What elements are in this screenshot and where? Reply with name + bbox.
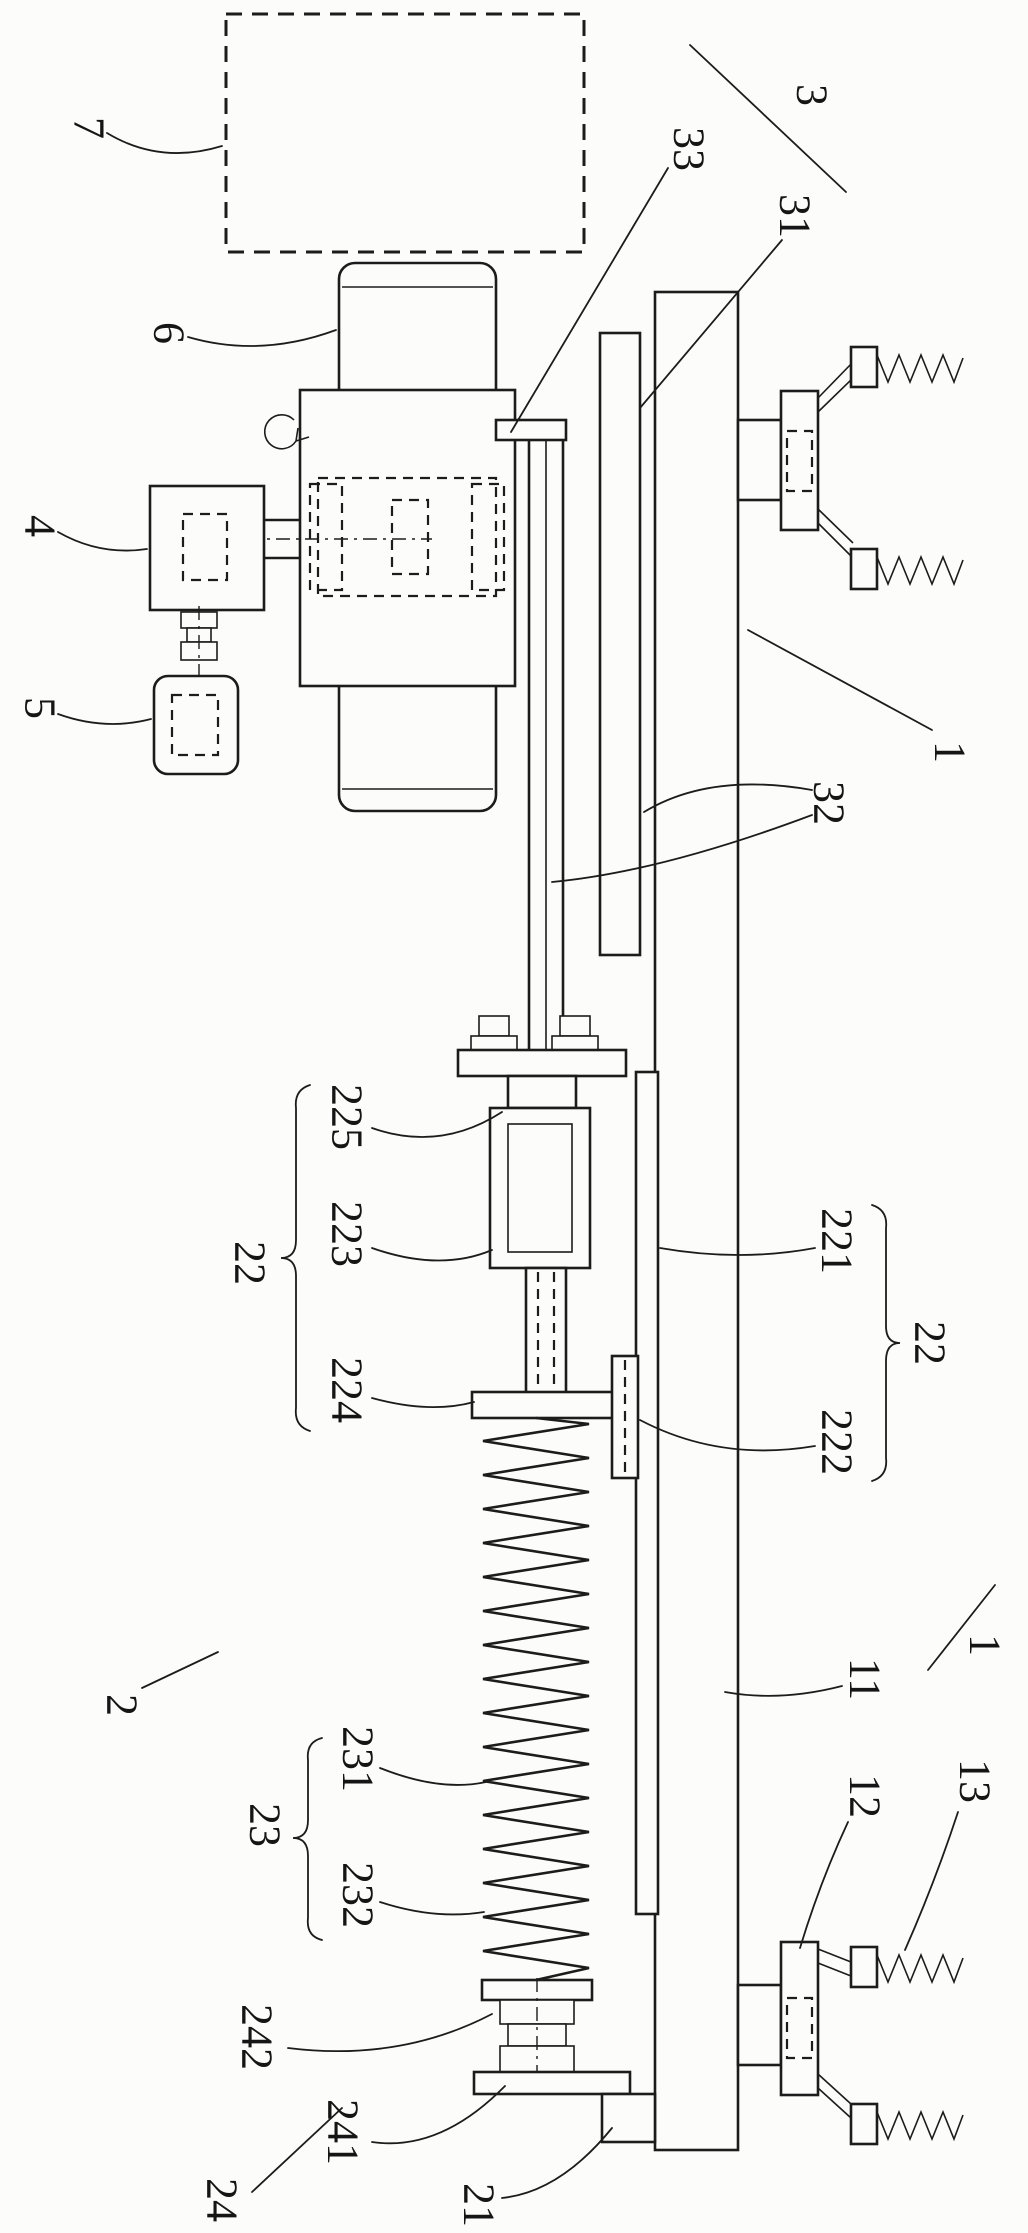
brace-22-left [280, 1084, 311, 1432]
leader-5 [57, 713, 152, 725]
leader-1-top [747, 629, 933, 731]
leader-221 [659, 1247, 816, 1256]
leader-223 [371, 1247, 493, 1262]
slider-top-plate [456, 1048, 628, 1078]
label-1-bottom: 1 [961, 1634, 1010, 1656]
spring-lower-clamp [472, 1978, 657, 2144]
rotation-arrow-icon [263, 413, 310, 450]
bridge-plate [494, 418, 568, 442]
clamp-screw-icon [849, 345, 964, 389]
leader-4 [57, 531, 148, 552]
spring-upper-seat [470, 1390, 616, 1420]
label-2: 2 [98, 1694, 147, 1716]
bottom-clamp [736, 1940, 964, 2146]
slider-block [488, 1106, 592, 1270]
label-1-top: 1 [926, 741, 975, 763]
leader-231 [379, 1767, 487, 1786]
leader-33 [510, 167, 669, 433]
slider-rod [524, 1266, 568, 1398]
bolt-icon [551, 1015, 599, 1051]
label-22-right: 22 [906, 1321, 955, 1365]
leader-32a [643, 783, 813, 813]
label-225: 225 [323, 1084, 372, 1150]
slider-nut [507, 1123, 573, 1253]
leader-7 [106, 132, 223, 154]
leader-21 [501, 2127, 613, 2199]
brace-23 [292, 1737, 323, 1941]
leader-13 [904, 1811, 959, 1951]
leader-lines [57, 44, 996, 2199]
clamp-screw-icon [849, 2102, 964, 2146]
label-3: 3 [788, 84, 837, 106]
motor-shaft [160, 518, 432, 560]
workpiece-dashed-outline [224, 12, 586, 254]
label-22-left: 22 [226, 1241, 275, 1285]
label-33: 33 [665, 127, 714, 171]
label-12: 12 [841, 1774, 890, 1818]
leader-24 [251, 2107, 343, 2193]
leader-222 [639, 1419, 816, 1452]
leader-2 [141, 1651, 219, 1689]
brace-22-right [871, 1204, 901, 1482]
label-11: 11 [841, 1658, 890, 1700]
stop-collar [610, 1354, 640, 1480]
side-rail [634, 1070, 660, 1916]
label-232: 232 [334, 1862, 383, 1928]
leader-232 [379, 1901, 485, 1916]
leader-3 [689, 44, 847, 193]
leader-241 [371, 2085, 506, 2145]
clamp-base-bar [472, 2070, 632, 2096]
label-221: 221 [813, 1208, 862, 1274]
sensor-head [152, 674, 240, 776]
label-242: 242 [233, 2004, 282, 2070]
clamp-screw-icon [849, 1945, 964, 1989]
label-13: 13 [951, 1759, 1000, 1803]
label-32: 32 [805, 781, 854, 825]
leader-32b [551, 814, 813, 883]
guide-rod [527, 428, 565, 1075]
label-24: 24 [198, 2178, 247, 2222]
label-222: 222 [813, 1409, 862, 1475]
label-21: 21 [455, 2183, 504, 2227]
leader-6 [187, 329, 337, 347]
label-231: 231 [334, 1726, 383, 1792]
label-241: 241 [319, 2099, 368, 2165]
leader-1-bottom [927, 1584, 996, 1671]
motor-mount-bracket [298, 388, 517, 688]
leader-12 [799, 1821, 849, 1949]
bolt-icon [470, 1015, 518, 1051]
drawing-parts [148, 12, 964, 2152]
top-clamp [736, 345, 964, 591]
leader-11 [724, 1685, 843, 1697]
label-224: 224 [323, 1357, 372, 1423]
label-7: 7 [65, 117, 114, 139]
label-5: 5 [16, 697, 65, 719]
leader-31 [639, 239, 783, 409]
spring-coil [482, 1416, 590, 1982]
leader-225 [371, 1111, 503, 1138]
connector-fitting [180, 606, 218, 676]
leader-224 [371, 1397, 475, 1409]
clamp-screw-icon [849, 547, 964, 591]
label-4: 4 [16, 515, 65, 537]
slider-neck [506, 1074, 578, 1110]
base-plate [653, 290, 740, 2152]
support-foot [600, 2092, 657, 2144]
label-223: 223 [323, 1201, 372, 1267]
leader-242 [287, 2013, 493, 2053]
reference-labels: 7 6 4 5 3 33 31 1 32 225 223 22 224 221 … [16, 84, 1010, 2227]
label-6: 6 [145, 322, 194, 344]
label-31: 31 [771, 194, 820, 238]
label-23: 23 [241, 1803, 290, 1847]
encoder-box [148, 484, 266, 612]
slide-rail [598, 331, 642, 957]
